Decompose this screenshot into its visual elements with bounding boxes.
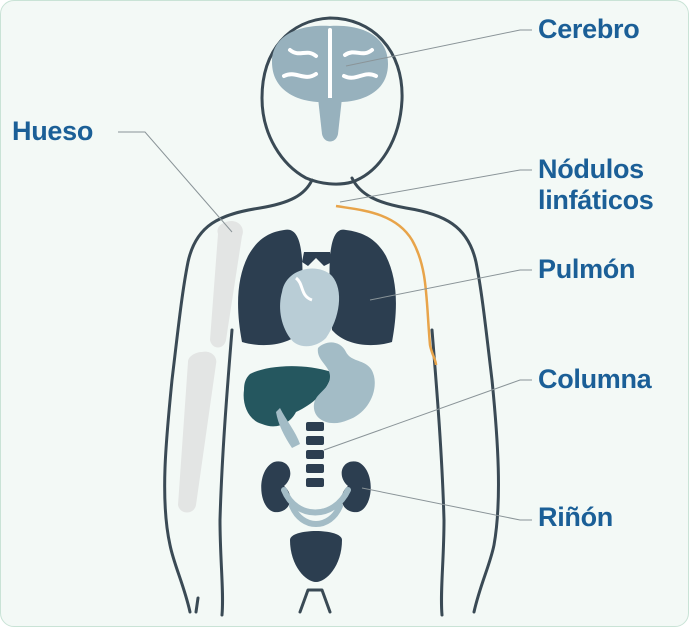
- leader-nodulos: [340, 170, 532, 202]
- right-kidney: [342, 461, 371, 512]
- left-kidney: [261, 461, 290, 512]
- vertebra: [306, 464, 324, 473]
- vertebra: [306, 436, 324, 445]
- label-hueso: Hueso: [12, 116, 93, 147]
- heart-graphic: [280, 269, 339, 347]
- label-columna: Columna: [538, 364, 651, 395]
- vertebra: [306, 478, 324, 487]
- label-nodulos-line1: Nódulos: [538, 154, 688, 185]
- label-pulmon: Pulmón: [538, 254, 635, 285]
- bladder-graphic: [290, 531, 342, 582]
- leader-rinon: [362, 488, 532, 520]
- left-torso-edge: [220, 330, 232, 615]
- crotch-outline: [300, 590, 330, 612]
- label-nodulos-linfaticos: Nódulos linfáticos: [538, 154, 688, 216]
- pelvis-graphic: [284, 490, 348, 524]
- label-rinon: Riñón: [538, 502, 613, 533]
- vertebra: [306, 450, 324, 459]
- label-cerebro: Cerebro: [538, 14, 639, 45]
- brainstem: [318, 98, 342, 142]
- left-hand: [196, 598, 198, 612]
- vertebra: [306, 422, 324, 431]
- label-nodulos-line2: linfáticos: [538, 185, 688, 216]
- humerus: [210, 221, 243, 348]
- leader-hueso: [118, 132, 232, 232]
- right-torso-edge: [432, 330, 444, 615]
- brain-graphic: [272, 26, 388, 142]
- spine-graphic: [306, 422, 324, 487]
- trachea: [302, 252, 332, 266]
- forearm-bone: [178, 352, 216, 513]
- right-lung: [330, 230, 396, 346]
